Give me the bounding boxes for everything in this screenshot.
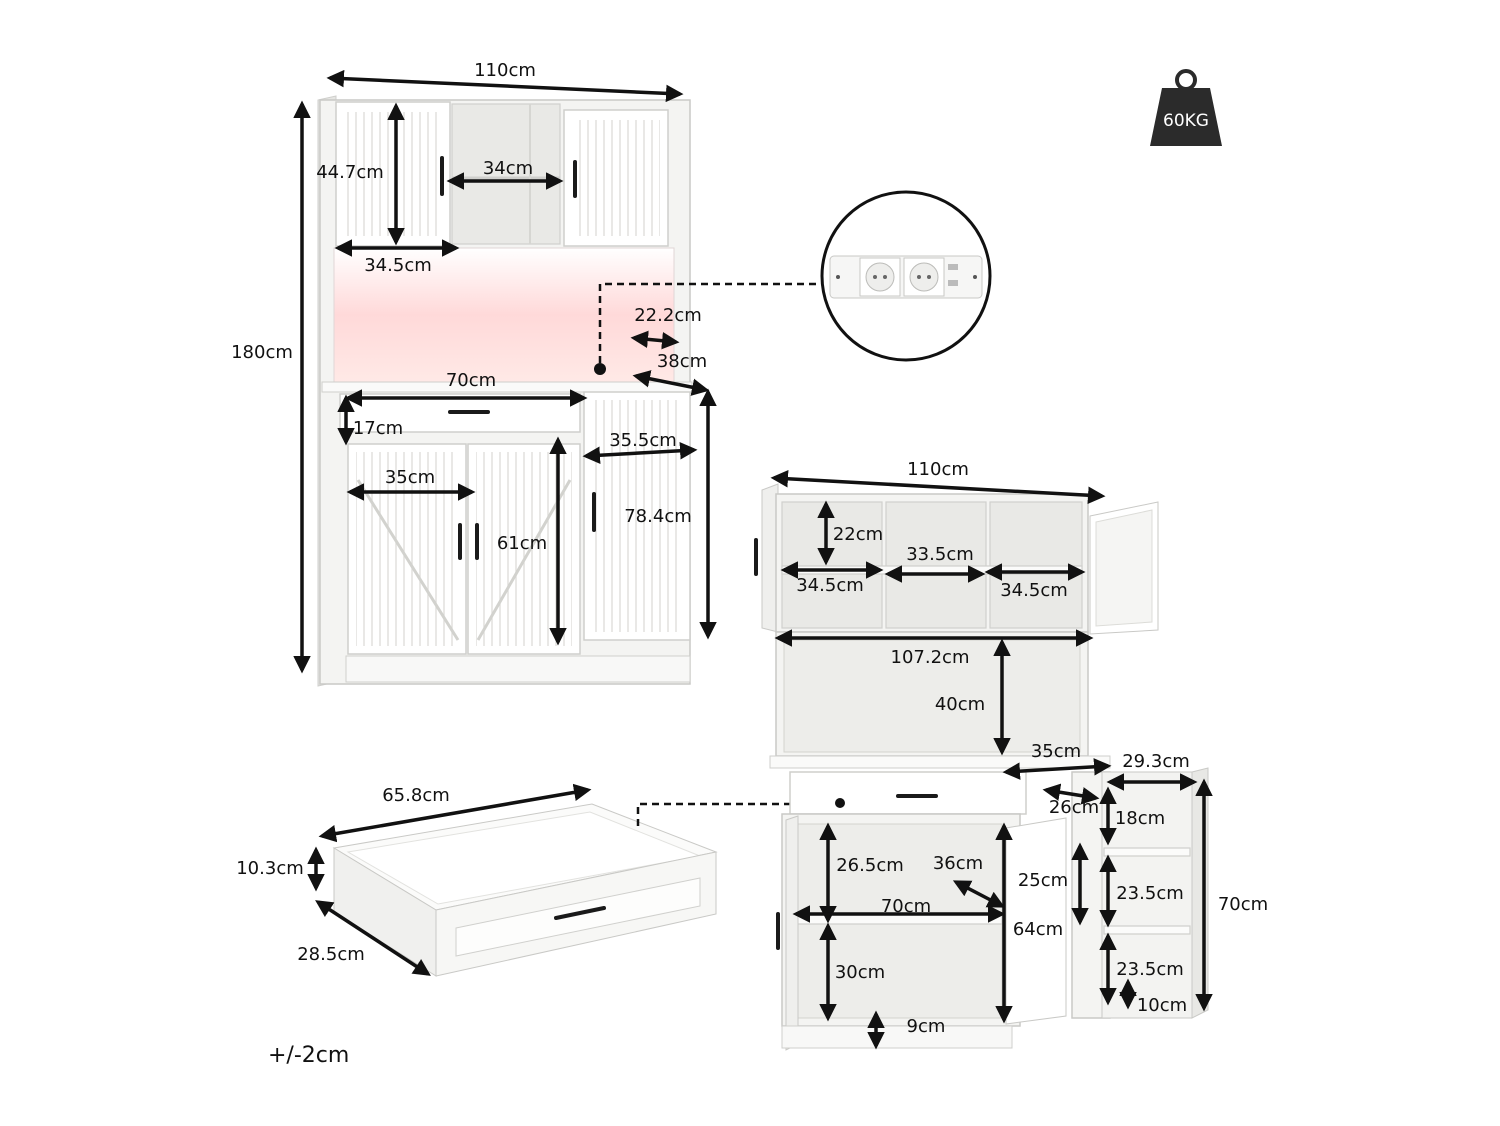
led-lit-shelf bbox=[333, 247, 675, 383]
middle-cubby-width-label: 33.5cm bbox=[906, 544, 974, 565]
side-top-shelf-label: 18cm bbox=[1115, 808, 1165, 829]
front-width-label: 110cm bbox=[474, 60, 536, 81]
side-inner-depth-label: 26cm bbox=[1049, 797, 1099, 818]
side-cabinet-height-label: 70cm bbox=[1218, 894, 1268, 915]
foot-height-label: 9cm bbox=[907, 1016, 946, 1037]
open-width-label: 110cm bbox=[907, 459, 969, 480]
socket-offset-label: 22.2cm bbox=[634, 305, 702, 326]
side-shelf-low-label: 23.5cm bbox=[1116, 959, 1184, 980]
barn-door-width-label: 35cm bbox=[385, 467, 435, 488]
lower-shelf-depth-label: 36cm bbox=[933, 853, 983, 874]
drawer-depth-label: 28.5cm bbox=[297, 944, 365, 965]
bottom-shelf-height-label: 30cm bbox=[835, 962, 885, 983]
cabinet-front-illustration bbox=[317, 95, 693, 687]
lower-cabinet-height-label: 64cm bbox=[1013, 919, 1063, 940]
open-dimension-lines: 110cm 22cm 33.5cm 34.5cm 34.5cm 107.2cm … bbox=[770, 459, 1268, 1050]
drawer-height-label-2: 10.3cm bbox=[236, 858, 304, 879]
drawer-height-label: 17cm bbox=[353, 418, 403, 439]
right-door-height-label: 78.4cm bbox=[624, 506, 692, 527]
drawer-width-label: 70cm bbox=[446, 370, 496, 391]
left-cubby-width-label: 34.5cm bbox=[796, 575, 864, 596]
upper-door-height-label: 44.7cm bbox=[316, 162, 384, 183]
open-shelf-width-label: 34cm bbox=[483, 158, 533, 179]
socket-marker bbox=[594, 363, 606, 375]
upper-door-width-label: 34.5cm bbox=[364, 255, 432, 276]
right-cubby-width-label: 34.5cm bbox=[1000, 580, 1068, 601]
counter-depth-label: 35cm bbox=[1031, 741, 1081, 762]
side-cabinet-width-label: 29.3cm bbox=[1122, 751, 1190, 772]
side-foot-label: 10cm bbox=[1137, 995, 1187, 1016]
lower-inner-width-label: 70cm bbox=[881, 896, 931, 917]
weight-label: 60KG bbox=[1163, 111, 1209, 131]
weight-icon: 60KG bbox=[1150, 69, 1222, 146]
inner-width-label: 107.2cm bbox=[891, 647, 970, 668]
lower-shelf-height-label: 26.5cm bbox=[836, 855, 904, 876]
side-shelf-mid-label: 23.5cm bbox=[1116, 883, 1184, 904]
front-height-label: 180cm bbox=[231, 342, 293, 363]
barn-door-height-label: 61cm bbox=[497, 533, 547, 554]
depth-label: 38cm bbox=[657, 351, 707, 372]
hutch-gap-height-label: 40cm bbox=[935, 694, 985, 715]
side-mid-height-label: 25cm bbox=[1018, 870, 1068, 891]
front-dimension-lines: 110cm 180cm 44.7cm 34.5cm 34cm 22.2cm 38… bbox=[231, 60, 826, 674]
tolerance-label: +/-2cm bbox=[268, 1043, 349, 1068]
right-door-width-label: 35.5cm bbox=[609, 430, 677, 451]
drawer-length-label: 65.8cm bbox=[382, 785, 450, 806]
socket-callout bbox=[820, 190, 992, 362]
drawer-dimension-lines: 65.8cm 10.3cm 28.5cm bbox=[236, 783, 834, 976]
cubby-height-label: 22cm bbox=[833, 524, 883, 545]
